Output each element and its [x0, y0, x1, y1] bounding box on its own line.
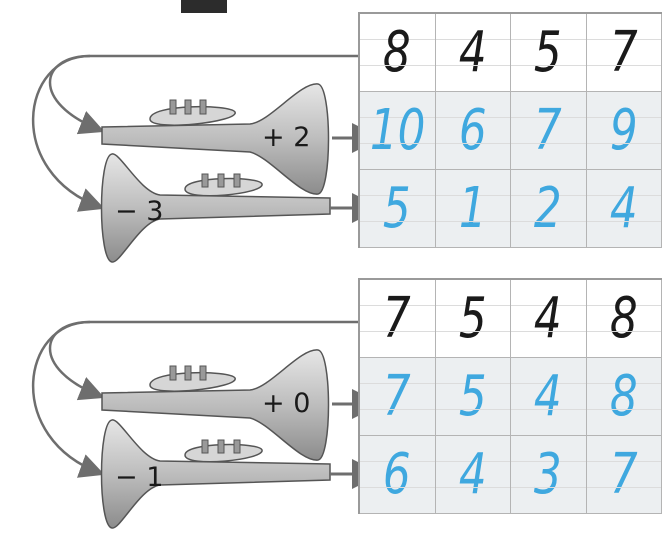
grid-answer-cell: 4 — [587, 170, 662, 248]
grid-header-cell: 8 — [360, 14, 436, 92]
grid-answer-cell: 10 — [360, 92, 436, 170]
grid-answer-cell: 4 — [436, 436, 512, 514]
grid-header-cell: 8 — [587, 280, 662, 358]
grid-answer-cell: 8 — [587, 358, 662, 436]
operation-label: − 1 — [115, 462, 163, 493]
operation-label: − 3 — [115, 196, 163, 227]
grid-header-cell: 4 — [436, 14, 512, 92]
grid-header-cell: 5 — [511, 14, 587, 92]
grid-answer-cell: 7 — [511, 92, 587, 170]
grid-answer-cell: 5 — [360, 170, 436, 248]
grid-header-cell: 4 — [511, 280, 587, 358]
grid-answer-cell: 9 — [587, 92, 662, 170]
grid-answer-cell: 3 — [511, 436, 587, 514]
grid-answer-cell: 7 — [360, 358, 436, 436]
exercise-1: + 2 − 3 8 4 5 7 10 6 7 9 5 1 2 4 — [0, 12, 662, 270]
grid-header-cell: 5 — [436, 280, 512, 358]
grid-answer-cell: 5 — [436, 358, 512, 436]
grid-answer-cell: 2 — [511, 170, 587, 248]
number-grid: 8 4 5 7 10 6 7 9 5 1 2 4 — [358, 12, 662, 248]
grid-answer-cell: 1 — [436, 170, 512, 248]
grid-answer-cell: 6 — [436, 92, 512, 170]
grid-header-cell: 7 — [360, 280, 436, 358]
grid-answer-cell: 4 — [511, 358, 587, 436]
operation-label: + 2 — [262, 122, 310, 153]
grid-answer-cell: 7 — [587, 436, 662, 514]
operation-label: + 0 — [262, 388, 310, 419]
number-grid: 7 5 4 8 7 5 4 8 6 4 3 7 — [358, 278, 662, 514]
grid-answer-cell: 6 — [360, 436, 436, 514]
exercise-2: + 0 − 1 7 5 4 8 7 5 4 8 6 4 3 7 — [0, 278, 662, 536]
grid-header-cell: 7 — [587, 14, 662, 92]
feed-line — [33, 322, 100, 473]
feed-line — [33, 56, 100, 207]
